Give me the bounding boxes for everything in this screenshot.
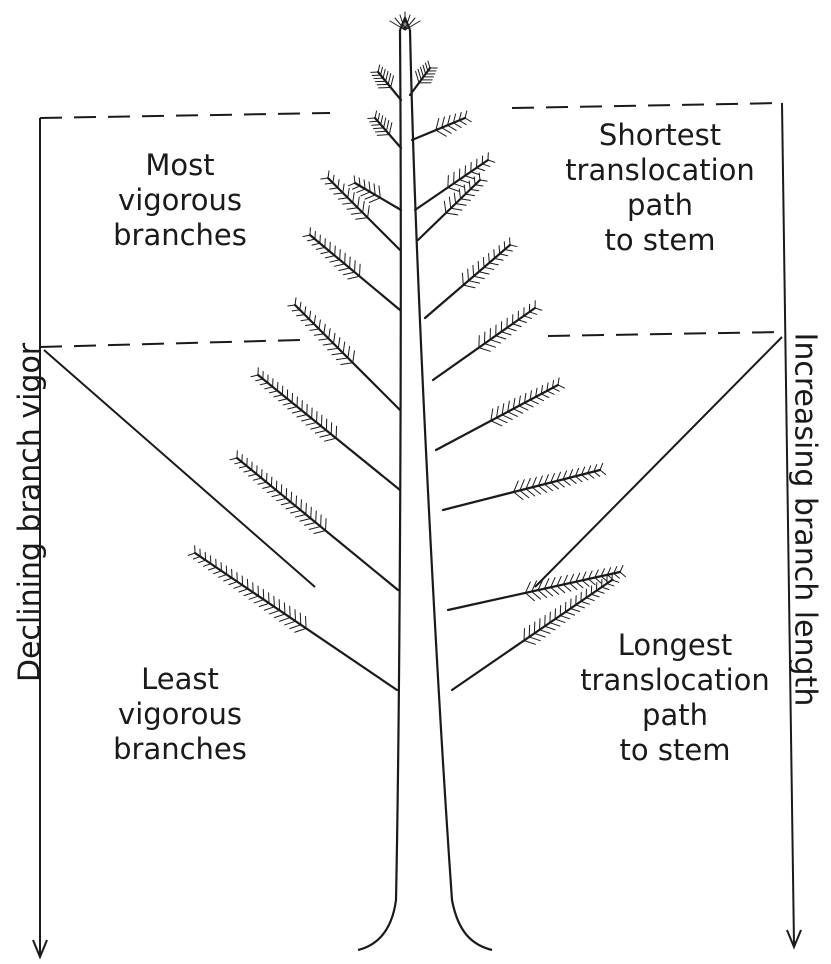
shortest-path-line-3: path: [545, 188, 775, 223]
shortest-path-label: Shortest translocation path to stem: [545, 118, 775, 258]
least-vigorous-line-1: Least: [90, 662, 270, 697]
increasing-length-axis-label: Increasing branch length: [788, 333, 823, 693]
most-vigorous-label: Most vigorous branches: [95, 148, 265, 253]
shortest-path-line-1: Shortest: [545, 118, 775, 153]
right-diagonal-line: [535, 337, 782, 587]
most-vigorous-line-3: branches: [95, 218, 265, 253]
longest-path-line-3: path: [555, 698, 795, 733]
least-vigorous-line-3: branches: [90, 732, 270, 767]
most-vigorous-line-2: vigorous: [95, 183, 265, 218]
shortest-path-line-4: to stem: [545, 223, 775, 258]
left-dashed-top: [40, 113, 330, 118]
longest-path-line-2: translocation: [555, 663, 795, 698]
declining-vigor-axis-label: Declining branch vigor: [13, 333, 48, 693]
tree-trunk: [358, 18, 492, 950]
longest-path-label: Longest translocation path to stem: [555, 628, 795, 768]
right-dashed-mid: [548, 332, 782, 336]
left-diagonal-line: [44, 350, 315, 587]
longest-path-line-1: Longest: [555, 628, 795, 663]
right-dashed-top: [512, 103, 782, 108]
most-vigorous-line-1: Most: [95, 148, 265, 183]
shortest-path-line-2: translocation: [545, 153, 775, 188]
least-vigorous-label: Least vigorous branches: [90, 662, 270, 767]
left-dashed-mid: [40, 340, 300, 347]
least-vigorous-line-2: vigorous: [90, 697, 270, 732]
longest-path-line-4: to stem: [555, 733, 795, 768]
